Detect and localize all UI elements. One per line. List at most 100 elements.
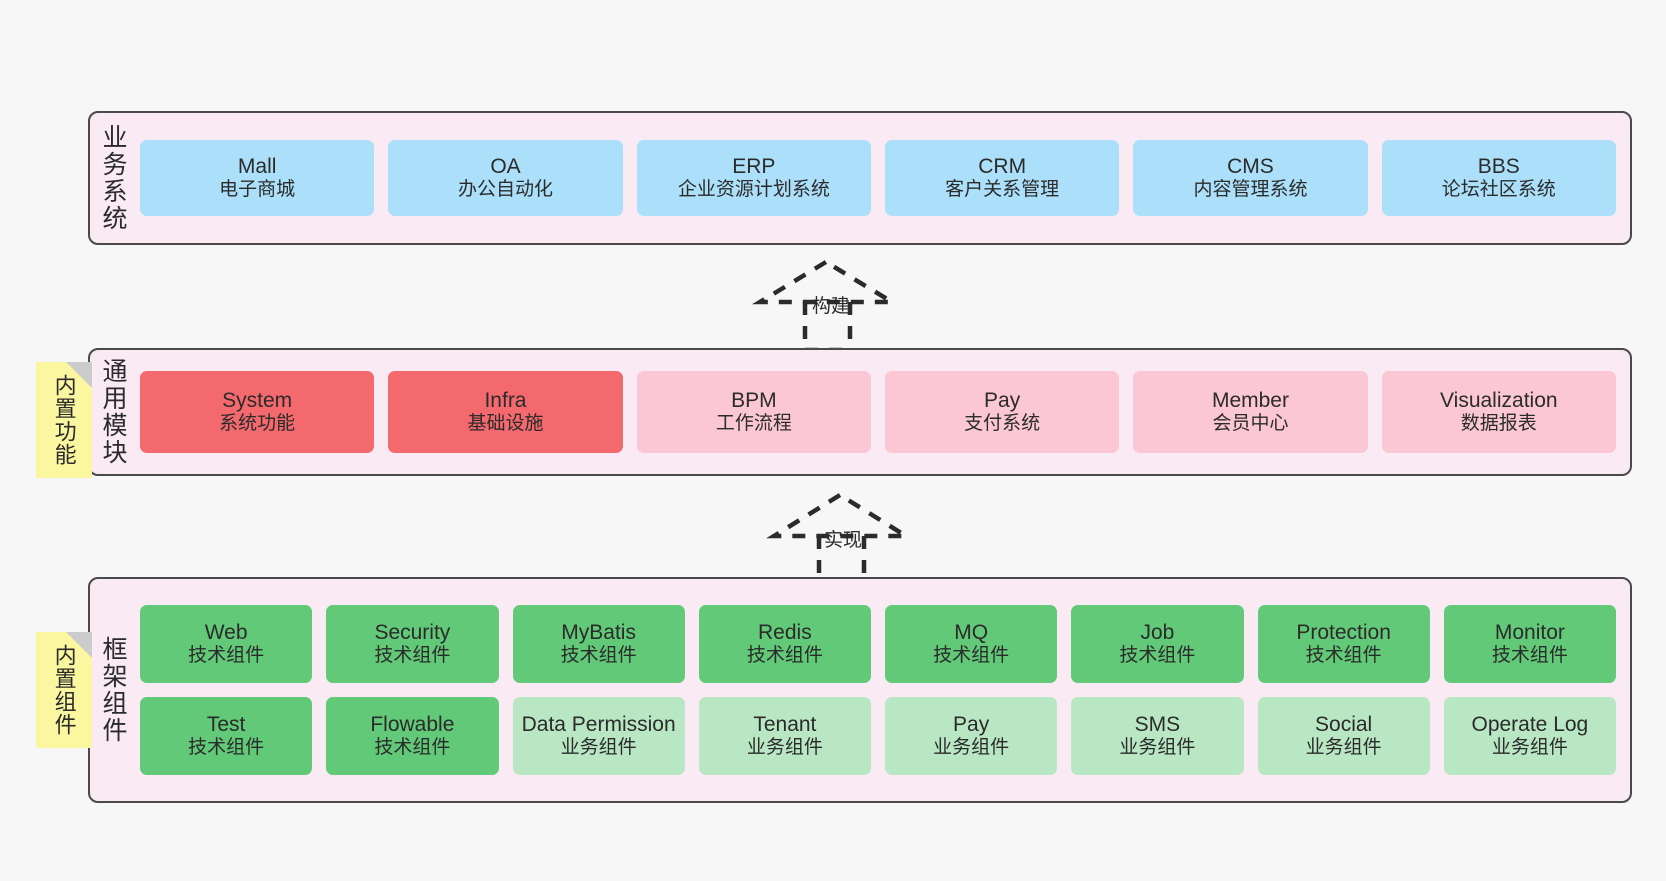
cell-cn: 内容管理系统 [1193,179,1308,201]
framework-cell-mybatis[interactable]: MyBatis 技术组件 [512,605,685,683]
cell-en: BBS [1477,155,1520,178]
cell-en: CRM [978,155,1027,178]
cell-cn: 业务组件 [933,737,1010,759]
layer-body-business: Mall 电子商城 OA 办公自动化 ERP 企业资源计划系统 CRM 客户关系… [136,113,1630,243]
framework-cell-web[interactable]: Web 技术组件 [140,605,313,683]
cell-en: Pay [984,389,1021,412]
module-cell-visualization[interactable]: Visualization 数据报表 [1381,371,1616,453]
cell-en: Security [374,621,451,644]
cell-cn: 业务组件 [1119,737,1196,759]
cell-cn: 技术组件 [560,645,637,667]
cell-en: Flowable [370,713,455,736]
framework-cell-tenant[interactable]: Tenant 业务组件 [698,697,871,775]
framework-cell-social[interactable]: Social 业务组件 [1257,697,1430,775]
framework-cell-data-permission[interactable]: Data Permission 业务组件 [512,697,685,775]
framework-cell-redis[interactable]: Redis 技术组件 [698,605,871,683]
module-cell-infra[interactable]: Infra 基础设施 [388,371,623,453]
module-cell-member[interactable]: Member 会员中心 [1133,371,1368,453]
cell-en: Monitor [1494,621,1565,644]
cell-en: Redis [758,621,812,644]
cell-row: System 系统功能 Infra 基础设施 BPM 工作流程 Pay 支付系统… [140,371,1616,453]
cell-cn: 技术组件 [746,645,823,667]
cell-cn: 业务组件 [1491,737,1568,759]
layer-title-framework: 框架组件 [99,636,127,744]
cell-cn: 工作流程 [715,413,792,435]
cell-cn: 技术组件 [1305,645,1382,667]
cell-en: Web [204,621,248,644]
sticky-note-label: 内置功能 [51,374,77,466]
cell-en: System [222,389,293,412]
cell-row: Test 技术组件 Flowable 技术组件 Data Permission … [140,697,1616,775]
sticky-note-builtin-features: 内置功能 [36,362,92,478]
cell-en: Tenant [753,713,817,736]
cell-en: Pay [953,713,990,736]
business-cell-erp[interactable]: ERP 企业资源计划系统 [636,140,871,216]
layer-body-module: System 系统功能 Infra 基础设施 BPM 工作流程 Pay 支付系统… [136,350,1630,474]
framework-cell-test[interactable]: Test 技术组件 [140,697,313,775]
cell-cn: 技术组件 [1491,645,1568,667]
framework-cell-pay[interactable]: Pay 业务组件 [885,697,1058,775]
cell-cn: 论坛社区系统 [1441,179,1556,201]
cell-en: SMS [1134,713,1181,736]
cell-cn: 数据报表 [1460,413,1537,435]
cell-cn: 业务组件 [746,737,823,759]
cell-en: Operate Log [1471,713,1589,736]
cell-cn: 电子商城 [219,179,296,201]
framework-cell-mq[interactable]: MQ 技术组件 [885,605,1058,683]
cell-cn: 技术组件 [188,645,265,667]
cell-en: BPM [731,389,777,412]
layer-panel-business: 业务系统 Mall 电子商城 OA 办公自动化 ERP 企业资源计划系统 CRM… [88,111,1632,245]
cell-cn: 技术组件 [933,645,1010,667]
cell-cn: 技术组件 [1119,645,1196,667]
cell-cn: 企业资源计划系统 [677,179,830,201]
sticky-note-label: 内置组件 [51,644,77,736]
cell-cn: 办公自动化 [457,179,553,201]
cell-cn: 支付系统 [964,413,1041,435]
framework-cell-monitor[interactable]: Monitor 技术组件 [1443,605,1616,683]
cell-cn: 会员中心 [1212,413,1289,435]
folded-corner-icon [66,362,92,388]
business-cell-oa[interactable]: OA 办公自动化 [388,140,623,216]
cell-cn: 基础设施 [467,413,544,435]
framework-cell-job[interactable]: Job 技术组件 [1071,605,1244,683]
business-cell-bbs[interactable]: BBS 论坛社区系统 [1381,140,1616,216]
cell-row: Web 技术组件 Security 技术组件 MyBatis 技术组件 Redi… [140,605,1616,683]
cell-en: Infra [484,389,527,412]
cell-cn: 技术组件 [374,645,451,667]
layer-body-framework: Web 技术组件 Security 技术组件 MyBatis 技术组件 Redi… [136,579,1630,801]
framework-cell-security[interactable]: Security 技术组件 [326,605,499,683]
layer-title-module: 通用模块 [99,358,127,466]
cell-cn: 技术组件 [374,737,451,759]
cell-cn: 业务组件 [560,737,637,759]
layer-panel-framework: 框架组件 Web 技术组件 Security 技术组件 MyBatis 技术组件… [88,577,1632,803]
cell-en: MQ [954,621,989,644]
cell-en: Member [1211,389,1289,412]
cell-en: Test [206,713,246,736]
business-cell-mall[interactable]: Mall 电子商城 [140,140,375,216]
cell-en: Mall [237,155,277,178]
cell-en: ERP [732,155,776,178]
cell-cn: 业务组件 [1305,737,1382,759]
connector-build-label: 构建 [812,296,851,317]
layer-title-business: 业务系统 [99,124,127,232]
business-cell-crm[interactable]: CRM 客户关系管理 [884,140,1120,216]
framework-cell-sms[interactable]: SMS 业务组件 [1071,697,1244,775]
module-cell-bpm[interactable]: BPM 工作流程 [636,371,871,453]
cell-en: OA [490,155,521,178]
cell-row: Mall 电子商城 OA 办公自动化 ERP 企业资源计划系统 CRM 客户关系… [140,140,1616,216]
module-cell-system[interactable]: System 系统功能 [140,371,375,453]
cell-en: Protection [1296,621,1391,644]
sticky-note-builtin-components: 内置组件 [36,632,92,748]
module-cell-pay[interactable]: Pay 支付系统 [884,371,1120,453]
layer-panel-module: 通用模块 System 系统功能 Infra 基础设施 BPM 工作流程 Pay… [88,348,1632,476]
framework-cell-protection[interactable]: Protection 技术组件 [1257,605,1430,683]
cell-en: Visualization [1440,389,1558,412]
framework-cell-operate-log[interactable]: Operate Log 业务组件 [1443,697,1616,775]
business-cell-cms[interactable]: CMS 内容管理系统 [1133,140,1368,216]
framework-cell-flowable[interactable]: Flowable 技术组件 [326,697,499,775]
cell-en: MyBatis [561,621,636,644]
cell-cn: 系统功能 [219,413,296,435]
folded-corner-icon [66,632,92,658]
cell-cn: 技术组件 [188,737,265,759]
